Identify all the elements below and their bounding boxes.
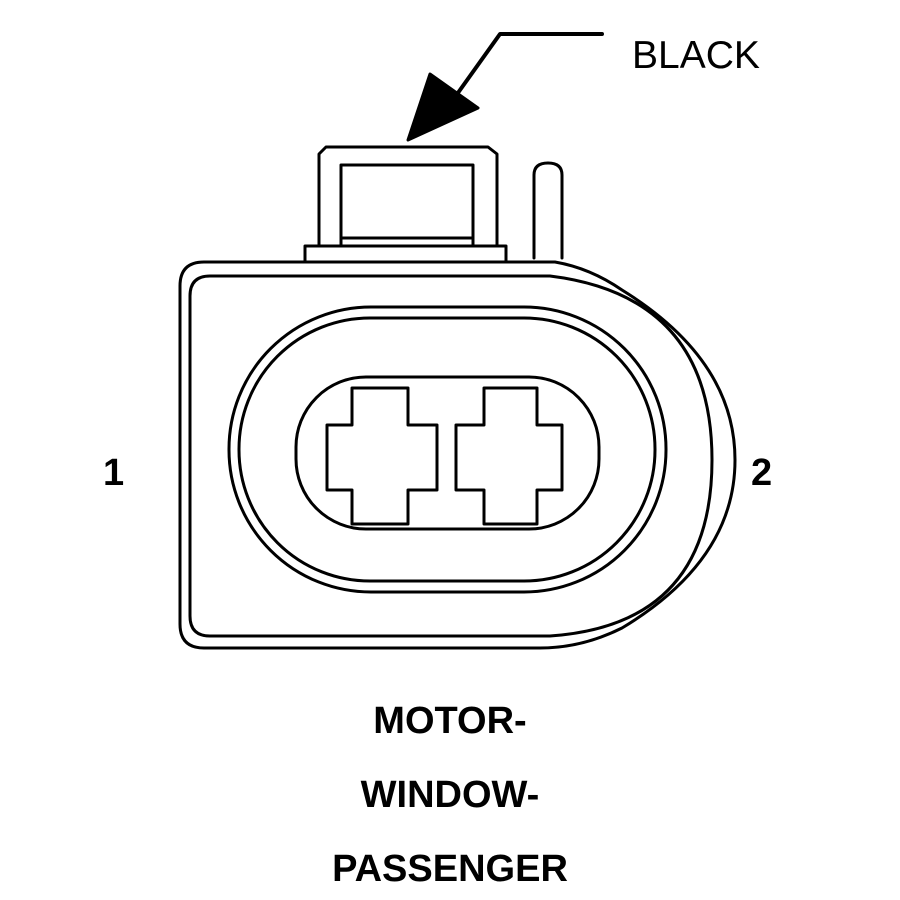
leader-arrowhead: [406, 72, 480, 142]
latch: [303, 145, 508, 264]
title-line-1: MOTOR-: [373, 700, 527, 742]
pin-2-label: 2: [751, 452, 773, 494]
pin-1-cavity: [325, 386, 439, 526]
wire-color-label: BLACK: [632, 34, 760, 77]
cavity-frame: [294, 375, 601, 531]
pin-1-label: 1: [103, 452, 125, 494]
housing-inner: [188, 274, 714, 638]
leader-line: [453, 32, 604, 99]
seal-outer: [227, 305, 668, 594]
housing-outer: [178, 260, 737, 650]
polarizing-rib: [532, 161, 564, 260]
connector-title: MOTOR- WINDOW- PASSENGER: [0, 702, 900, 900]
title-line-2: WINDOW-: [360, 774, 540, 816]
pin-2-cavity: [454, 386, 564, 526]
seal-inner: [237, 316, 657, 583]
title-line-3: PASSENGER: [332, 848, 568, 890]
